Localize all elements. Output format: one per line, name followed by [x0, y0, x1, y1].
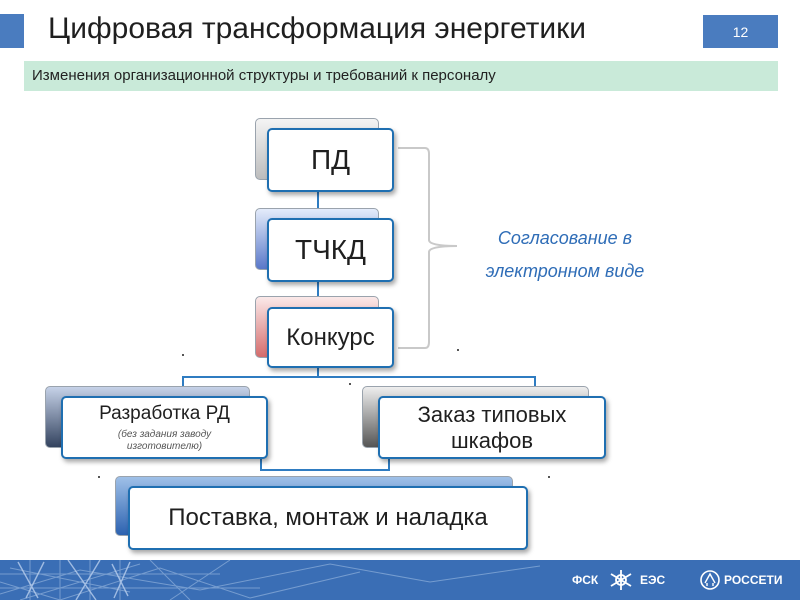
rosseti-emblem-icon: [700, 570, 720, 590]
connector-tchkd-konkurs: [317, 278, 319, 308]
connector-zakaz-down: [388, 455, 390, 471]
connector-to-zakaz: [534, 376, 536, 388]
zakaz-label: Заказ типовых шкафов: [417, 401, 567, 453]
connector-to-rd: [182, 376, 184, 388]
connector-horizontal-join: [260, 469, 390, 471]
konkurs-label: Конкурс: [286, 323, 375, 351]
footer-bar: ФСК ЕЭС РОССЕТИ: [0, 560, 800, 600]
page-number: 12: [703, 15, 778, 48]
postavka-label: Поставка, монтаж и наладка: [168, 504, 488, 531]
agreement-line-1: Согласование в: [497, 228, 633, 248]
decor-dot: [457, 349, 459, 351]
fsk-emblem-icon: [610, 570, 632, 590]
zakaz-box: Заказ типовых шкафов: [378, 396, 606, 459]
pd-label: ПД: [310, 144, 351, 175]
power-grid-illustration: [0, 560, 541, 600]
decor-dot: [182, 354, 184, 356]
rd-box: Разработка РД (без задания заводу изгото…: [61, 396, 268, 459]
fsk-logo-left: ФСК: [572, 573, 599, 587]
konkurs-box: Конкурс: [267, 307, 394, 368]
slide-title: Цифровая трансформация энергетики: [48, 12, 587, 45]
connector-horizontal-split: [182, 376, 536, 378]
connector-rd-down: [260, 455, 262, 471]
agreement-bracket: [398, 147, 458, 349]
connector-pd-tchkd: [317, 188, 319, 218]
decor-dot: [349, 383, 351, 385]
tchkd-label: ТЧКД: [294, 234, 367, 265]
agreement-label: Согласование в электронном виде: [450, 222, 680, 288]
title-accent-bar: [0, 14, 24, 48]
rd-note: (без задания заводу изготовителю): [117, 428, 212, 452]
rd-label: Разработка РД: [99, 402, 230, 424]
slide-subtitle: Изменения организационной структуры и тр…: [32, 67, 496, 84]
pd-box: ПД: [267, 128, 394, 192]
subtitle-bar: Изменения организационной структуры и тр…: [24, 61, 778, 91]
decor-dot: [98, 476, 100, 478]
decor-dot: [548, 476, 550, 478]
agreement-line-2: электронном виде: [485, 261, 645, 281]
fsk-logo-right: ЕЭС: [640, 573, 666, 587]
rosseti-logo-text: РОССЕТИ: [724, 573, 783, 587]
connector-konkurs-down: [317, 364, 319, 377]
tchkd-box: ТЧКД: [267, 218, 394, 282]
postavka-box: Поставка, монтаж и наладка: [128, 486, 528, 550]
